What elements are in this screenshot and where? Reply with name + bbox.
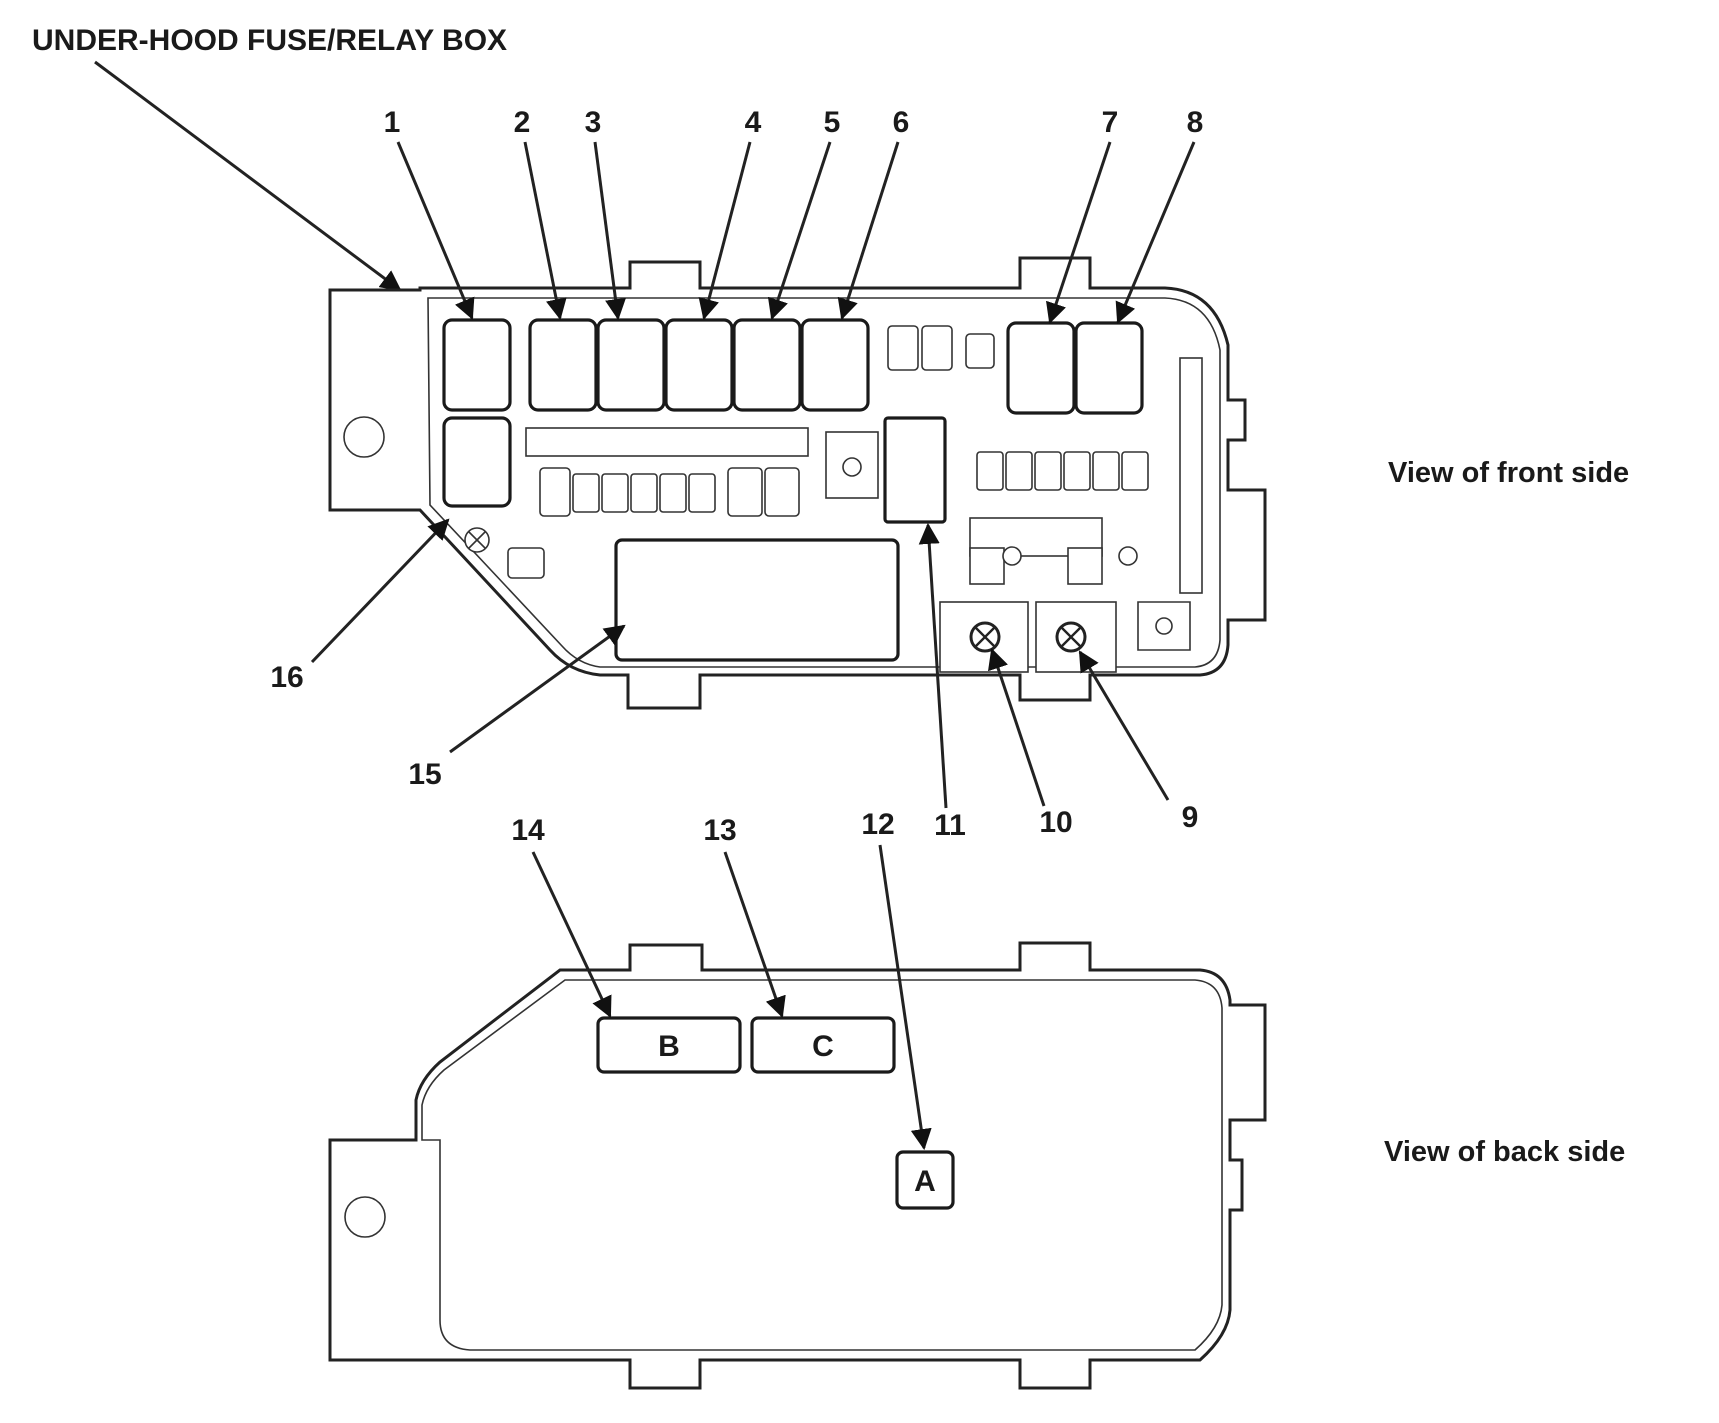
mini-fuse xyxy=(507,547,545,579)
leader-16 xyxy=(310,518,450,664)
mini-fuse xyxy=(1121,451,1149,491)
relay-8 xyxy=(1074,321,1144,415)
leader-lines xyxy=(310,141,1196,1151)
back-view: B C A xyxy=(328,941,1267,1390)
mini-fuse xyxy=(1063,451,1091,491)
callout-7: 7 xyxy=(1102,106,1119,139)
mini-fuse xyxy=(688,473,716,513)
leader-7 xyxy=(1046,141,1112,324)
relay-16 xyxy=(442,416,512,508)
callout-12: 12 xyxy=(861,808,894,841)
mini-fuse xyxy=(921,325,953,371)
screw-hole xyxy=(1118,546,1138,566)
mini-fuse xyxy=(764,467,800,517)
front-view xyxy=(328,256,1267,710)
callout-9: 9 xyxy=(1182,801,1199,834)
back-mounting-hole xyxy=(344,1196,386,1238)
relay-7 xyxy=(1006,321,1076,415)
leader-1 xyxy=(396,141,475,320)
relay-6 xyxy=(800,318,870,412)
callout-8: 8 xyxy=(1187,106,1204,139)
mini-fuse xyxy=(1005,451,1033,491)
leader-6 xyxy=(837,141,900,321)
callout-6: 6 xyxy=(893,106,910,139)
ground-screw xyxy=(464,527,490,553)
callout-10: 10 xyxy=(1039,806,1072,839)
fuse-block-foot xyxy=(1067,547,1103,585)
terminal-bolt-9 xyxy=(1055,621,1087,653)
callout-2: 2 xyxy=(514,106,531,139)
mini-fuse xyxy=(965,333,995,369)
leader-5 xyxy=(767,141,832,320)
mini-fuse xyxy=(1034,451,1062,491)
vertical-strip xyxy=(1179,357,1203,594)
leader-13 xyxy=(723,851,786,1018)
leader-11 xyxy=(918,522,948,809)
callout-4: 4 xyxy=(745,106,762,139)
leader-2 xyxy=(523,141,567,321)
relay-4 xyxy=(664,318,734,412)
callout-15: 15 xyxy=(408,758,441,791)
leader-12 xyxy=(878,844,932,1151)
leader-3 xyxy=(593,141,626,321)
callout-1: 1 xyxy=(384,106,401,139)
connector-a-box xyxy=(895,1150,955,1210)
callout-16: 16 xyxy=(270,661,303,694)
mini-fuse xyxy=(887,325,919,371)
mini-fuse xyxy=(630,473,658,513)
title-leader-line xyxy=(94,60,402,292)
mini-fuse xyxy=(1092,451,1120,491)
connector-a-label: A xyxy=(914,1165,936,1198)
diagram-title: UNDER-HOOD FUSE/RELAY BOX xyxy=(32,24,507,57)
leader-9 xyxy=(1078,650,1170,801)
relay-2 xyxy=(528,318,598,412)
callout-14: 14 xyxy=(511,814,545,847)
connector-c-label: C xyxy=(812,1030,834,1063)
mini-fuse xyxy=(659,473,687,513)
connector-b-label: B xyxy=(658,1030,680,1063)
mini-fuse xyxy=(572,473,600,513)
relay-11 xyxy=(883,416,947,524)
callout-13: 13 xyxy=(703,814,736,847)
screw-hole xyxy=(1155,617,1173,635)
fuse-block-15 xyxy=(614,538,900,662)
screw-hole xyxy=(1002,546,1022,566)
mini-fuse xyxy=(539,467,571,517)
back-view-label: View of back side xyxy=(1384,1136,1625,1168)
fuse-strip xyxy=(525,427,809,457)
leader-10 xyxy=(988,648,1046,807)
mini-fuse xyxy=(601,473,629,513)
fuse-block-foot xyxy=(969,547,1005,585)
mini-fuse xyxy=(727,467,763,517)
terminal-bolt-10 xyxy=(969,621,1001,653)
callout-3: 3 xyxy=(585,106,602,139)
leader-8 xyxy=(1115,141,1196,324)
leader-4 xyxy=(698,141,752,321)
callout-5: 5 xyxy=(824,106,841,139)
relay-5 xyxy=(732,318,802,412)
connector-c-box xyxy=(750,1016,896,1074)
front-view-label: View of front side xyxy=(1388,457,1629,489)
mini-fuse xyxy=(976,451,1004,491)
front-mounting-hole xyxy=(343,416,385,458)
callout-11: 11 xyxy=(934,809,966,842)
screw-hole xyxy=(842,457,862,477)
relay-1 xyxy=(442,318,512,412)
leader-14 xyxy=(531,851,612,1018)
relay-3 xyxy=(596,318,666,412)
leader-15 xyxy=(449,624,626,754)
connector-b-box xyxy=(596,1016,742,1074)
